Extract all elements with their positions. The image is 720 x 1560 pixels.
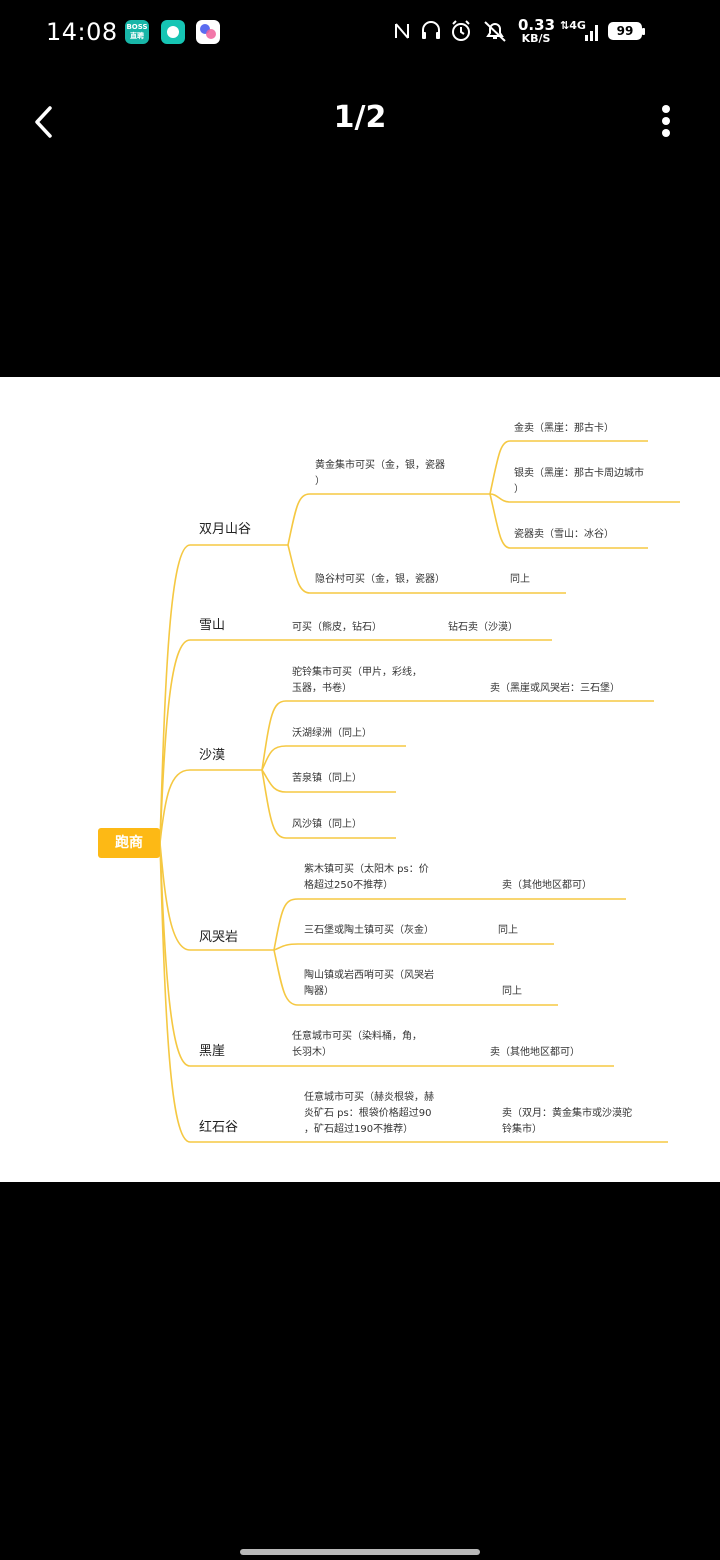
home-indicator[interactable] [240,1549,480,1555]
data-arrows-icon: ⇅ [560,19,570,32]
node-yingu-village: 隐谷村可买（金，银，瓷器） [315,574,445,585]
node-line: 炎矿石 ps：根袋价格超过90 [304,1108,432,1119]
more-options-button[interactable] [652,102,680,142]
node-line: 驼铃集市可买（甲片，彩线， [292,667,422,678]
node-line: ） [514,484,524,495]
branch-shamo: 沙漠 [199,748,226,763]
node-line: 陶山镇或岩西哨可买（风哭岩 [304,970,434,981]
branch-hongshigu: 红石谷 [199,1120,239,1135]
node-huangjin-market: 黄金集市可买（金，银，瓷器 ） [315,458,445,490]
network-speed: 0.33 KB/S [518,16,556,45]
node-line: 陶器） [304,986,334,997]
mute-bell-icon [484,21,506,42]
branch-xueshan: 雪山 [199,618,226,633]
alarm-icon [452,20,470,41]
node-line: 卖（双月：黄金集市或沙漠驼 [502,1108,632,1119]
chat-app-icon [161,20,185,44]
nfc-icon [395,23,409,39]
node-line: 玉器，书卷） [292,683,352,694]
status-icons: 0.33 KB/S ⇅4G 99 [394,17,674,47]
node-xueshan-buy: 可买（熊皮，钻石） [292,622,382,633]
branch-shuangyue: 双月山谷 [199,522,252,537]
node-line: 任意城市可买（赫炎根袋，赫 [304,1092,434,1103]
node-fengsha-town: 风沙镇（同上） [292,819,362,830]
node-heiya-sell: 卖（其他地区都可） [490,1047,580,1058]
image-content[interactable]: 跑商 双月山谷 雪山 沙漠 风哭岩 黑崖 红石谷 黄金集市可买（金，银，瓷器 ）… [0,377,720,1182]
mindmap-connectors [159,440,680,1143]
node-line: 格超过250不推荐） [304,880,394,891]
node-line: 紫木镇可买（太阳木 ps：价 [304,864,429,875]
node-zimu-town: 紫木镇可买（太阳木 ps：价 格超过250不推荐） [304,862,429,894]
node-hongshigu-buy: 任意城市可买（赫炎根袋，赫 炎矿石 ps：根袋价格超过90 ，矿石超过190不推… [304,1090,434,1138]
node-kuquan-town: 苦泉镇（同上） [292,773,362,784]
node-line: 任意城市可买（染料桶，角， [292,1031,422,1042]
back-button[interactable] [30,102,60,142]
node-tuoling-sell: 卖（黑崖或风哭岩：三石堡） [490,683,620,694]
node-zimu-sell: 卖（其他地区都可） [502,880,592,891]
node-heiya-buy: 任意城市可买（染料桶，角， 长羽木） [292,1029,422,1061]
node-line: ，矿石超过190不推荐） [304,1124,414,1135]
node-yingu-sell: 同上 [510,574,530,585]
node-line: 铃集市） [502,1124,542,1135]
node-line: 黄金集市可买（金，银，瓷器 [315,460,445,471]
battery-indicator: 99 [608,22,645,40]
headphones-icon [422,21,440,39]
node-silver-sell: 银卖（黑崖：那古卡周边城市 ） [514,466,644,498]
node-sanshibao: 三石堡或陶土镇可买（灰金） [304,925,434,936]
node-xueshan-sell: 钻石卖（沙漠） [448,622,518,633]
node-line: ） [315,476,325,487]
node-taoshan-sell: 同上 [502,986,522,997]
network-type: ⇅4G [560,19,586,32]
node-wohu-oasis: 沃湖绿洲（同上） [292,728,372,739]
viewer-toolbar: 1/2 [0,80,720,160]
branch-fengkuyan: 风哭岩 [199,930,239,945]
node-sanshibao-sell: 同上 [498,925,518,936]
node-hongshigu-sell: 卖（双月：黄金集市或沙漠驼 铃集市） [502,1106,632,1138]
chevron-left-icon [35,106,52,138]
network-speed-unit: KB/S [521,32,551,45]
node-tuoling-market: 驼铃集市可买（甲片，彩线， 玉器，书卷） [292,665,422,697]
branch-heiya: 黑崖 [199,1044,226,1059]
node-line: 银卖（黑崖：那古卡周边城市 [514,468,644,479]
node-gold-sell: 金卖（黑崖：那古卡） [514,423,614,434]
vertical-dots-icon [662,105,670,137]
network-speed-value: 0.33 [518,16,556,34]
node-line: 长羽木） [292,1047,332,1058]
mindmap-root: 跑商 [98,828,160,858]
status-time: 14:08 [46,18,118,46]
orb-app-icon [196,20,220,44]
network-type-label: 4G [569,19,586,32]
node-porcelain-sell: 瓷器卖（雪山：冰谷） [514,529,614,540]
signal-icon [585,25,598,41]
node-taoshan-town: 陶山镇或岩西哨可买（风哭岩 陶器） [304,968,434,1000]
page-indicator: 1/2 [333,100,387,135]
